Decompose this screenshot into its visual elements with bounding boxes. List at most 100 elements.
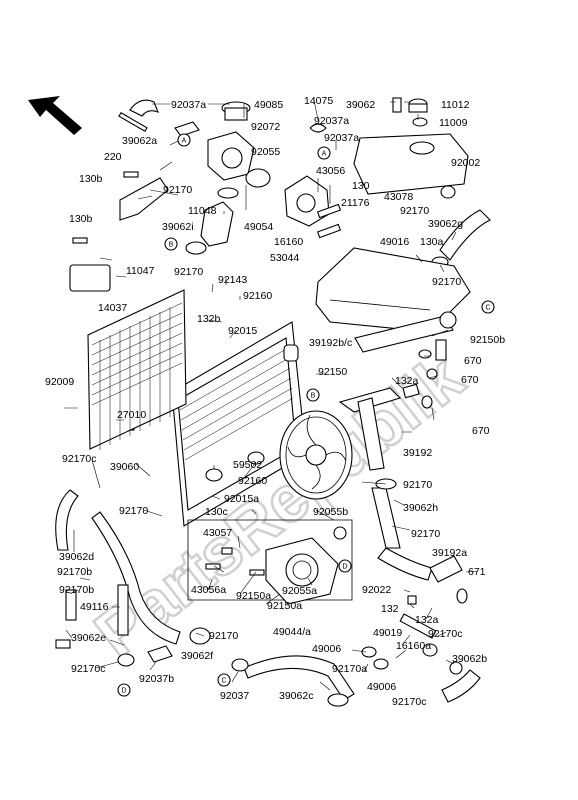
ref-marker-b: B (311, 393, 316, 400)
part-label: 92160 (238, 475, 267, 487)
part-label: 16160a (396, 640, 431, 652)
part-label: 92143 (218, 274, 247, 286)
ref-marker-a: A (182, 138, 187, 145)
part-label: 92009 (45, 376, 74, 388)
leader-lines (64, 99, 479, 691)
part-label: 49019 (373, 627, 402, 639)
part-label: 14075 (304, 95, 333, 107)
part-label: 11009 (439, 117, 468, 129)
part-label: 49006 (367, 681, 396, 693)
part-label: 130c (205, 506, 228, 518)
part-label: 92015a (224, 493, 259, 505)
part-label: 92150b (470, 334, 505, 346)
part-label: 39062d (59, 551, 94, 563)
part-label: 92015 (228, 325, 257, 337)
part-label: 49116 (80, 601, 109, 613)
part-label: 92170a (332, 663, 367, 675)
part-label: 92072 (251, 121, 280, 133)
part-label: 92170 (163, 184, 192, 196)
part-label: 132a (415, 614, 439, 626)
part-label: 21176 (341, 197, 370, 209)
part-label: 59502 (233, 459, 262, 471)
right-side-pipes (338, 349, 468, 604)
part-number-labels: 92037a 49085 14075 39062 11012 92072 920… (45, 95, 505, 708)
part-label: 130b (79, 173, 103, 185)
part-label: 43057 (203, 527, 232, 539)
ref-marker-d: D (342, 564, 347, 571)
lower-left-hoses (55, 489, 211, 667)
part-label: 92150 (318, 366, 347, 378)
part-label: 49016 (380, 236, 409, 248)
part-label: 43056 (316, 165, 345, 177)
part-label: 130 (352, 180, 370, 192)
part-label: 92170 (119, 505, 148, 517)
part-label: 130a (420, 236, 444, 248)
part-label: 92170 (411, 528, 440, 540)
part-label: 92037 (220, 690, 249, 702)
part-label: 92170b (57, 566, 92, 578)
part-label: 16160 (274, 236, 303, 248)
part-label: 39062i (162, 221, 194, 233)
part-label: 39192a (432, 547, 467, 559)
part-label: 92170 (209, 630, 238, 642)
part-label: 92160 (243, 290, 272, 302)
part-label: 39192 (403, 447, 432, 459)
part-label: 92170b (59, 584, 94, 596)
radiator-shroud-upper (315, 247, 471, 361)
part-label: 39192b/c (309, 337, 352, 349)
ref-marker-b: B (169, 242, 174, 249)
part-label: 27010 (117, 409, 146, 421)
part-label: 39062 (346, 99, 375, 111)
part-label: 671 (468, 566, 486, 578)
part-label: 132 (381, 603, 399, 615)
part-label: 92170 (174, 266, 203, 278)
part-label: 92170 (400, 205, 429, 217)
part-label: 53044 (270, 252, 299, 264)
part-label: 39062b (452, 653, 487, 665)
part-label: 92170c (428, 628, 462, 640)
part-label: 49044/a (273, 626, 311, 638)
filler-neck-assembly (69, 99, 271, 292)
part-label: 92170c (71, 663, 105, 675)
lower-right-hoses (231, 595, 481, 707)
cooling-fan (205, 410, 353, 500)
part-label: 92037a (171, 99, 206, 111)
part-label: 92002 (451, 157, 480, 169)
ref-marker-c: C (485, 305, 490, 312)
part-label: 670 (472, 425, 490, 437)
part-label: 670 (464, 355, 482, 367)
part-label: 49085 (254, 99, 283, 111)
part-label: 670 (461, 374, 479, 386)
part-label: 92037a (324, 132, 359, 144)
part-label: 43078 (384, 191, 413, 203)
ref-marker-d: D (121, 688, 126, 695)
part-label: 39060 (110, 461, 139, 473)
part-label: 11048 (188, 205, 217, 217)
part-label: 14037 (98, 302, 127, 314)
reference-markers: A A B B C C D D (117, 133, 495, 697)
part-label: 92055 (251, 146, 280, 158)
water-pump-assembly (187, 519, 353, 605)
part-label: 39062g (428, 218, 463, 230)
part-label: 220 (104, 151, 122, 163)
part-label: 92150a (236, 590, 271, 602)
part-label: 43056a (191, 584, 226, 596)
ref-marker-a: A (322, 151, 327, 158)
part-label: 39062h (403, 502, 438, 514)
part-label: 92170c (62, 453, 96, 465)
part-label: 92170 (432, 276, 461, 288)
part-label: 92055b (313, 506, 348, 518)
part-label: 92150a (267, 600, 302, 612)
part-label: 49006 (312, 643, 341, 655)
part-label: 39062e (71, 632, 106, 644)
part-label: 130b (69, 213, 93, 225)
part-label: 92055a (282, 585, 317, 597)
part-label: 11012 (441, 99, 470, 111)
ref-marker-c: C (221, 678, 226, 685)
part-label: 92022 (362, 584, 391, 596)
part-label: 92170c (392, 696, 426, 708)
part-label: 39062f (181, 650, 213, 662)
part-label: 39062a (122, 135, 157, 147)
part-label: 49054 (244, 221, 273, 233)
